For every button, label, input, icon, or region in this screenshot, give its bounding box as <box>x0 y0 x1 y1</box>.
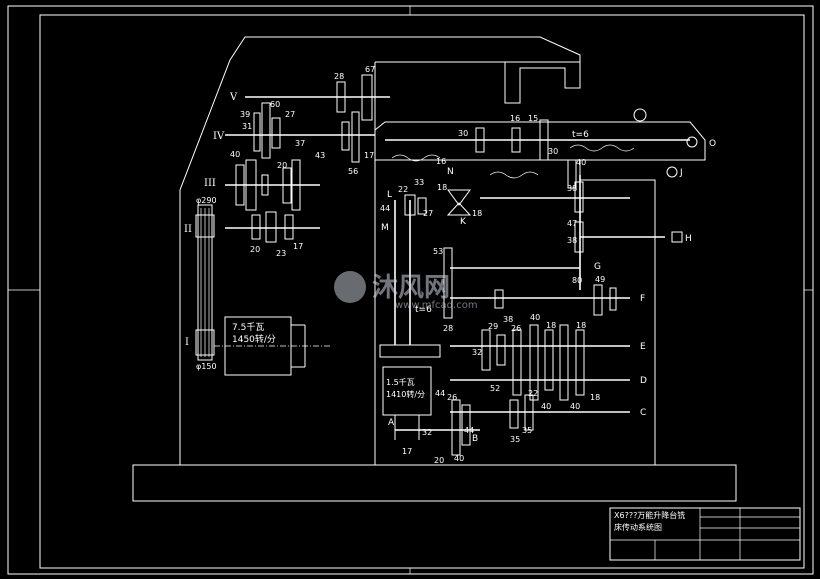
belt-drive <box>195 204 215 361</box>
gear-label: 47 <box>567 219 577 228</box>
gear-label: 17 <box>293 242 303 251</box>
gear-tooth-labels: 28 67 60 39 27 31 40 37 43 20 17 56 23 2… <box>230 65 605 465</box>
gear-label: 67 <box>365 65 375 74</box>
gear-label: 40 <box>576 158 586 167</box>
watermark: 沐风网 www.mfcad.com <box>334 271 478 311</box>
shaft-label-b: B <box>472 434 478 444</box>
gear-label: 22 <box>398 185 408 194</box>
title-block: X6???万能升降台铣 床传动系统图 <box>609 507 801 561</box>
shaft-label-h: H <box>685 234 692 244</box>
shaft-label-e: E <box>640 342 646 352</box>
gear-label: 30 <box>548 147 558 156</box>
shaft-label-ii: II <box>184 224 192 235</box>
gear-label: 22 <box>528 389 538 398</box>
main-motor-power: 7.5千瓦 <box>232 322 264 333</box>
shaft-label-d: D <box>640 376 647 386</box>
gear-label: 35 <box>522 426 532 435</box>
title-line-2: 床传动系统图 <box>614 522 662 532</box>
gear-label: 15 <box>528 114 538 123</box>
title-line-1: X6???万能升降台铣 <box>614 510 685 520</box>
gear-label: 18 <box>437 183 447 192</box>
gear-label: 31 <box>242 122 252 131</box>
main-motor <box>214 316 330 376</box>
gears <box>235 74 698 456</box>
gear-label: 16 <box>436 157 446 166</box>
gear-label: 30 <box>458 129 468 138</box>
shaft-label-j: J <box>679 168 683 178</box>
gear-label: 32 <box>472 348 482 357</box>
gear-label: 49 <box>595 275 605 284</box>
shaft-label-iv: IV <box>213 131 225 142</box>
shaft-label-g: G <box>594 262 601 272</box>
shaft-label-m: M <box>381 223 389 233</box>
gear-label: 43 <box>315 151 325 160</box>
gear-label: 40 <box>541 402 551 411</box>
gear-label: 40 <box>530 313 540 322</box>
gear-label: 38 <box>503 315 513 324</box>
gear-label: 18 <box>576 321 586 330</box>
feed-motor-power: 1.5千瓦 <box>386 377 415 387</box>
gear-label: 52 <box>490 384 500 393</box>
shaft-label-f: F <box>640 294 645 304</box>
shaft-label-l: L <box>387 190 392 200</box>
gear-label: 20 <box>434 456 444 465</box>
gear-label: 28 <box>443 324 453 333</box>
shaft-label-c: C <box>640 408 646 418</box>
gear-label: 18 <box>546 321 556 330</box>
gear-label: 27 <box>423 209 433 218</box>
gear-label: 35 <box>510 435 520 444</box>
gear-label: 18 <box>472 209 482 218</box>
gear-label: 17 <box>364 151 374 160</box>
gear-label: 56 <box>348 167 358 176</box>
shaft-label-iii: III <box>204 178 216 189</box>
gear-label: 18 <box>590 393 600 402</box>
gear-label: 37 <box>295 139 305 148</box>
gear-label: 20 <box>250 245 260 254</box>
gear-label: 26 <box>511 324 521 333</box>
drawing-frame <box>7 5 814 575</box>
gear-label: 38 <box>567 184 577 193</box>
gear-label: 26 <box>447 393 457 402</box>
shaft-label-a: A <box>388 418 395 428</box>
gear-label: 60 <box>270 100 280 109</box>
gear-label: 44 <box>380 204 390 213</box>
gear-label: 38 <box>567 236 577 245</box>
gear-label: 44 <box>435 389 445 398</box>
shaft-label-k: K <box>460 217 467 227</box>
gear-label: 40 <box>454 454 464 463</box>
gear-label: 20 <box>277 161 287 170</box>
gear-label: 28 <box>334 72 344 81</box>
watermark-brand: 沐风网 <box>372 273 450 303</box>
shaft-label-v: V <box>229 92 238 103</box>
shaft-label-o: O <box>709 139 716 149</box>
gear-label: 40 <box>230 150 240 159</box>
gear-label: 44 <box>464 426 474 435</box>
shaft-label-n: N <box>447 167 454 177</box>
gear-label: 17 <box>402 447 412 456</box>
pitch-label-lower: t=6 <box>415 305 432 315</box>
pulley-top-diameter: φ290 <box>196 196 217 205</box>
gear-label: 80 <box>572 276 582 285</box>
watermark-url: www.mfcad.com <box>395 300 478 311</box>
machine-body-outline <box>132 36 737 502</box>
shafts <box>225 96 690 431</box>
pitch-label-upper: t=6 <box>572 130 589 140</box>
feed-motor <box>382 366 432 440</box>
gear-label: 27 <box>285 110 295 119</box>
gear-label: 32 <box>422 428 432 437</box>
shaft-label-i: I <box>185 337 189 348</box>
gear-label: 39 <box>240 110 250 119</box>
gear-label: 29 <box>488 322 498 331</box>
feed-motor-speed: 1410转/分 <box>386 389 425 399</box>
gear-label: 33 <box>414 178 424 187</box>
gear-label: 23 <box>276 249 286 258</box>
gear-label: 40 <box>570 402 580 411</box>
pulley-bottom-diameter: φ150 <box>196 362 217 371</box>
gear-label: 53 <box>433 247 443 256</box>
gear-label: 16 <box>510 114 520 123</box>
main-motor-speed: 1450转/分 <box>232 333 276 345</box>
